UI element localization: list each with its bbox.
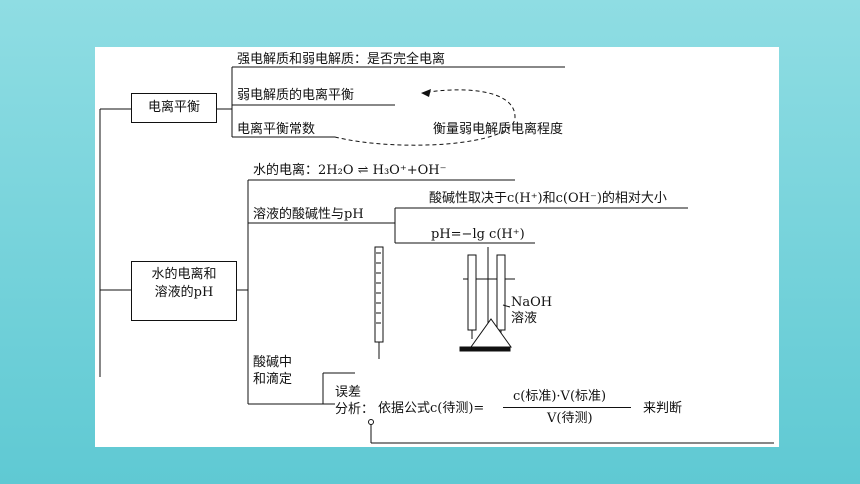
naoh-label-line2: 溶液 — [511, 311, 538, 326]
fraction-bar — [503, 407, 631, 408]
titration-stand-icon — [459, 247, 515, 352]
water-ionization: 水的电离：2H₂O ⇌ H₃O⁺+OH⁻ — [253, 163, 447, 178]
error-label-line1: 误差 — [335, 385, 362, 400]
formula-numerator: c(标准)·V(标准) — [513, 389, 607, 404]
node-water-ph-line1: 水的电离和 — [151, 267, 217, 282]
ph-formula: pH=−lg c(H⁺) — [431, 227, 525, 242]
titration-label: 酸碱中 和滴定 — [253, 354, 292, 388]
concept-map-card: 电离平衡 强电解质和弱电解质：是否完全电离 弱电解质的电离平衡 电离平衡常数 衡… — [95, 47, 779, 447]
naoh-label: NaOH 溶液 — [511, 295, 552, 327]
titration-label-line2: 和滴定 — [253, 372, 293, 387]
node-water-ph-line2: 溶液的pH — [154, 285, 214, 300]
node-ionization-equilibrium: 电离平衡 — [131, 93, 217, 123]
ionization-constant: 电离平衡常数 — [237, 122, 316, 137]
acidity-depends: 酸碱性取决于c(H⁺)和c(OH⁻)的相对大小 — [429, 191, 667, 206]
node-water-ph: 水的电离和 溶液的pH — [131, 261, 237, 321]
error-analysis-label: 误差 分析： — [335, 384, 374, 418]
formula-denominator: V(待测) — [547, 411, 593, 426]
burette-icon — [374, 246, 384, 359]
formula-prefix: 依据公式c(待测)= — [378, 401, 485, 416]
strong-weak-electrolyte: 强电解质和弱电解质：是否完全电离 — [237, 52, 446, 67]
measure-ionization-degree: 衡量弱电解质电离程度 — [433, 122, 564, 137]
connector-lines — [99, 66, 774, 444]
error-label-line2: 分析： — [335, 402, 375, 417]
naoh-label-line1: NaOH — [511, 295, 553, 310]
titration-label-line1: 酸碱中 — [253, 355, 293, 370]
formula-suffix: 来判断 — [643, 401, 683, 416]
weak-electrolyte-equilibrium: 弱电解质的电离平衡 — [237, 88, 355, 103]
acidity-basicity-ph: 溶液的酸碱性与pH — [253, 207, 364, 222]
